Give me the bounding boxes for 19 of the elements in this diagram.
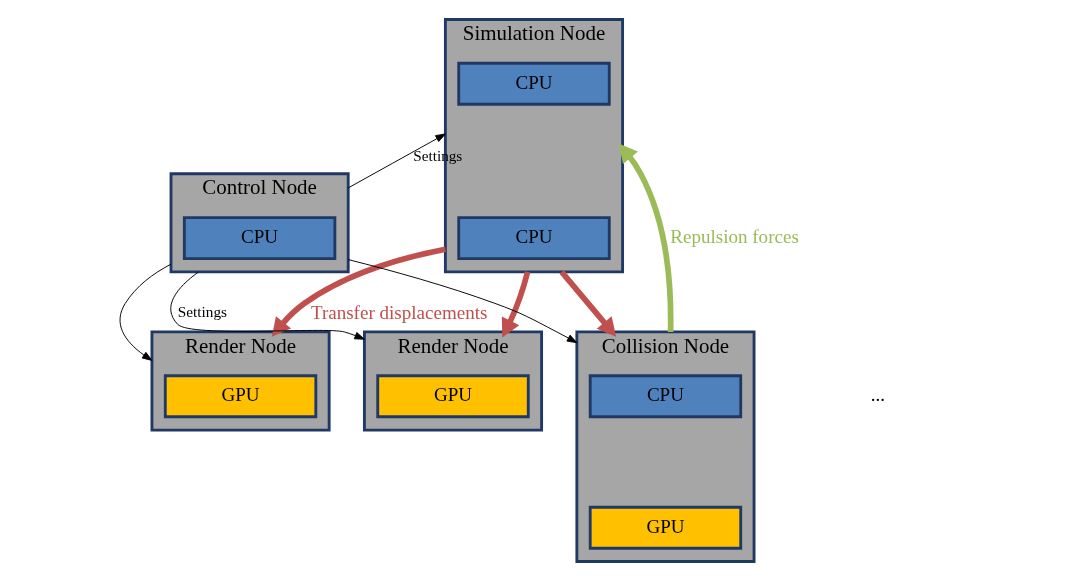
node-box: GPU [376,374,530,419]
arrow [119,263,172,361]
arrow [347,259,578,344]
edge-label: Repulsion forces [670,225,799,247]
node-box: CPU [588,374,743,419]
arrow [170,271,365,340]
arrow [559,270,617,337]
edge-label: Transfer displacements [310,301,488,323]
arrow [501,271,531,338]
node-box: CPU [457,216,611,260]
arrow [271,246,446,337]
node-box: CPU [457,61,611,106]
node-box: GPU [588,505,743,550]
edge-label: Settings [177,303,227,321]
arrow [347,133,446,189]
node-box: CPU [182,216,337,260]
arrow [618,143,674,332]
label: ... [870,384,886,406]
node-box: GPU [163,374,318,419]
